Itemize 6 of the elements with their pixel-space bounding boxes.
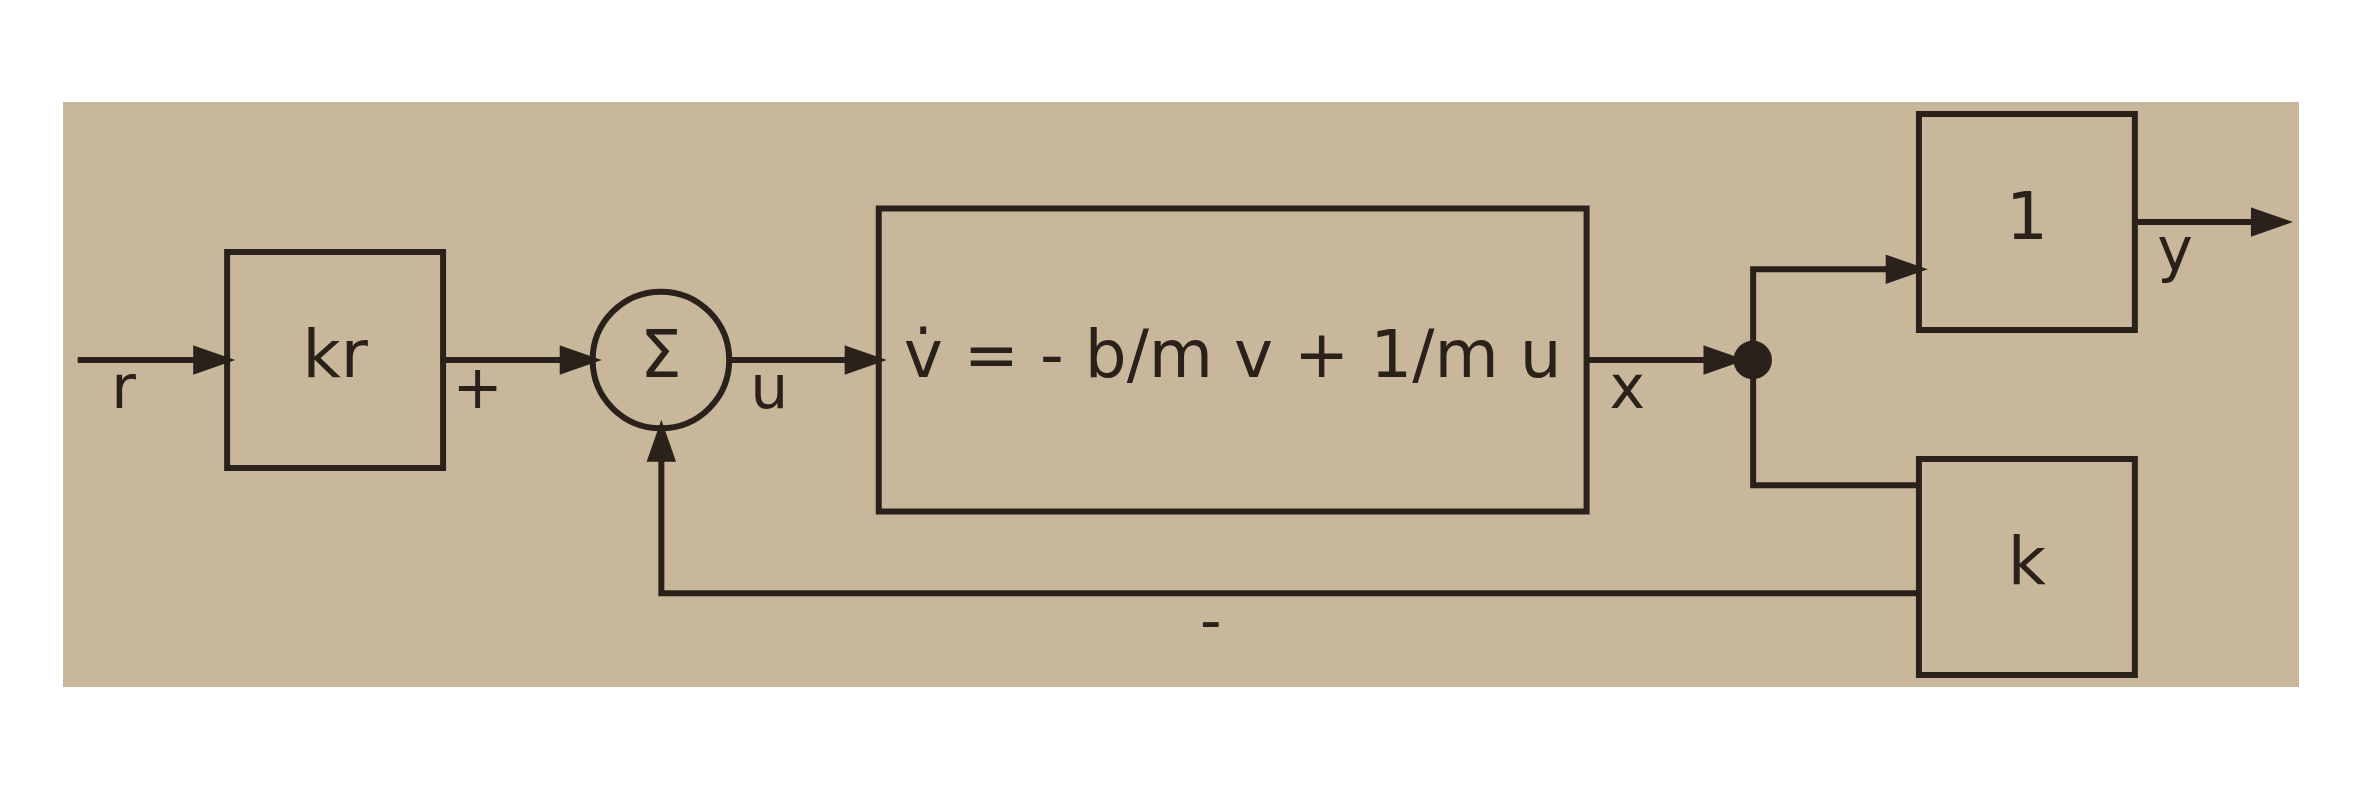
edge-label: + xyxy=(452,352,503,422)
edge-label: y xyxy=(2157,214,2193,285)
edge-label: x xyxy=(1609,352,1645,422)
edge-label: - xyxy=(1199,585,1222,656)
edge-label: r xyxy=(111,352,136,422)
edge-label: u xyxy=(750,352,789,422)
